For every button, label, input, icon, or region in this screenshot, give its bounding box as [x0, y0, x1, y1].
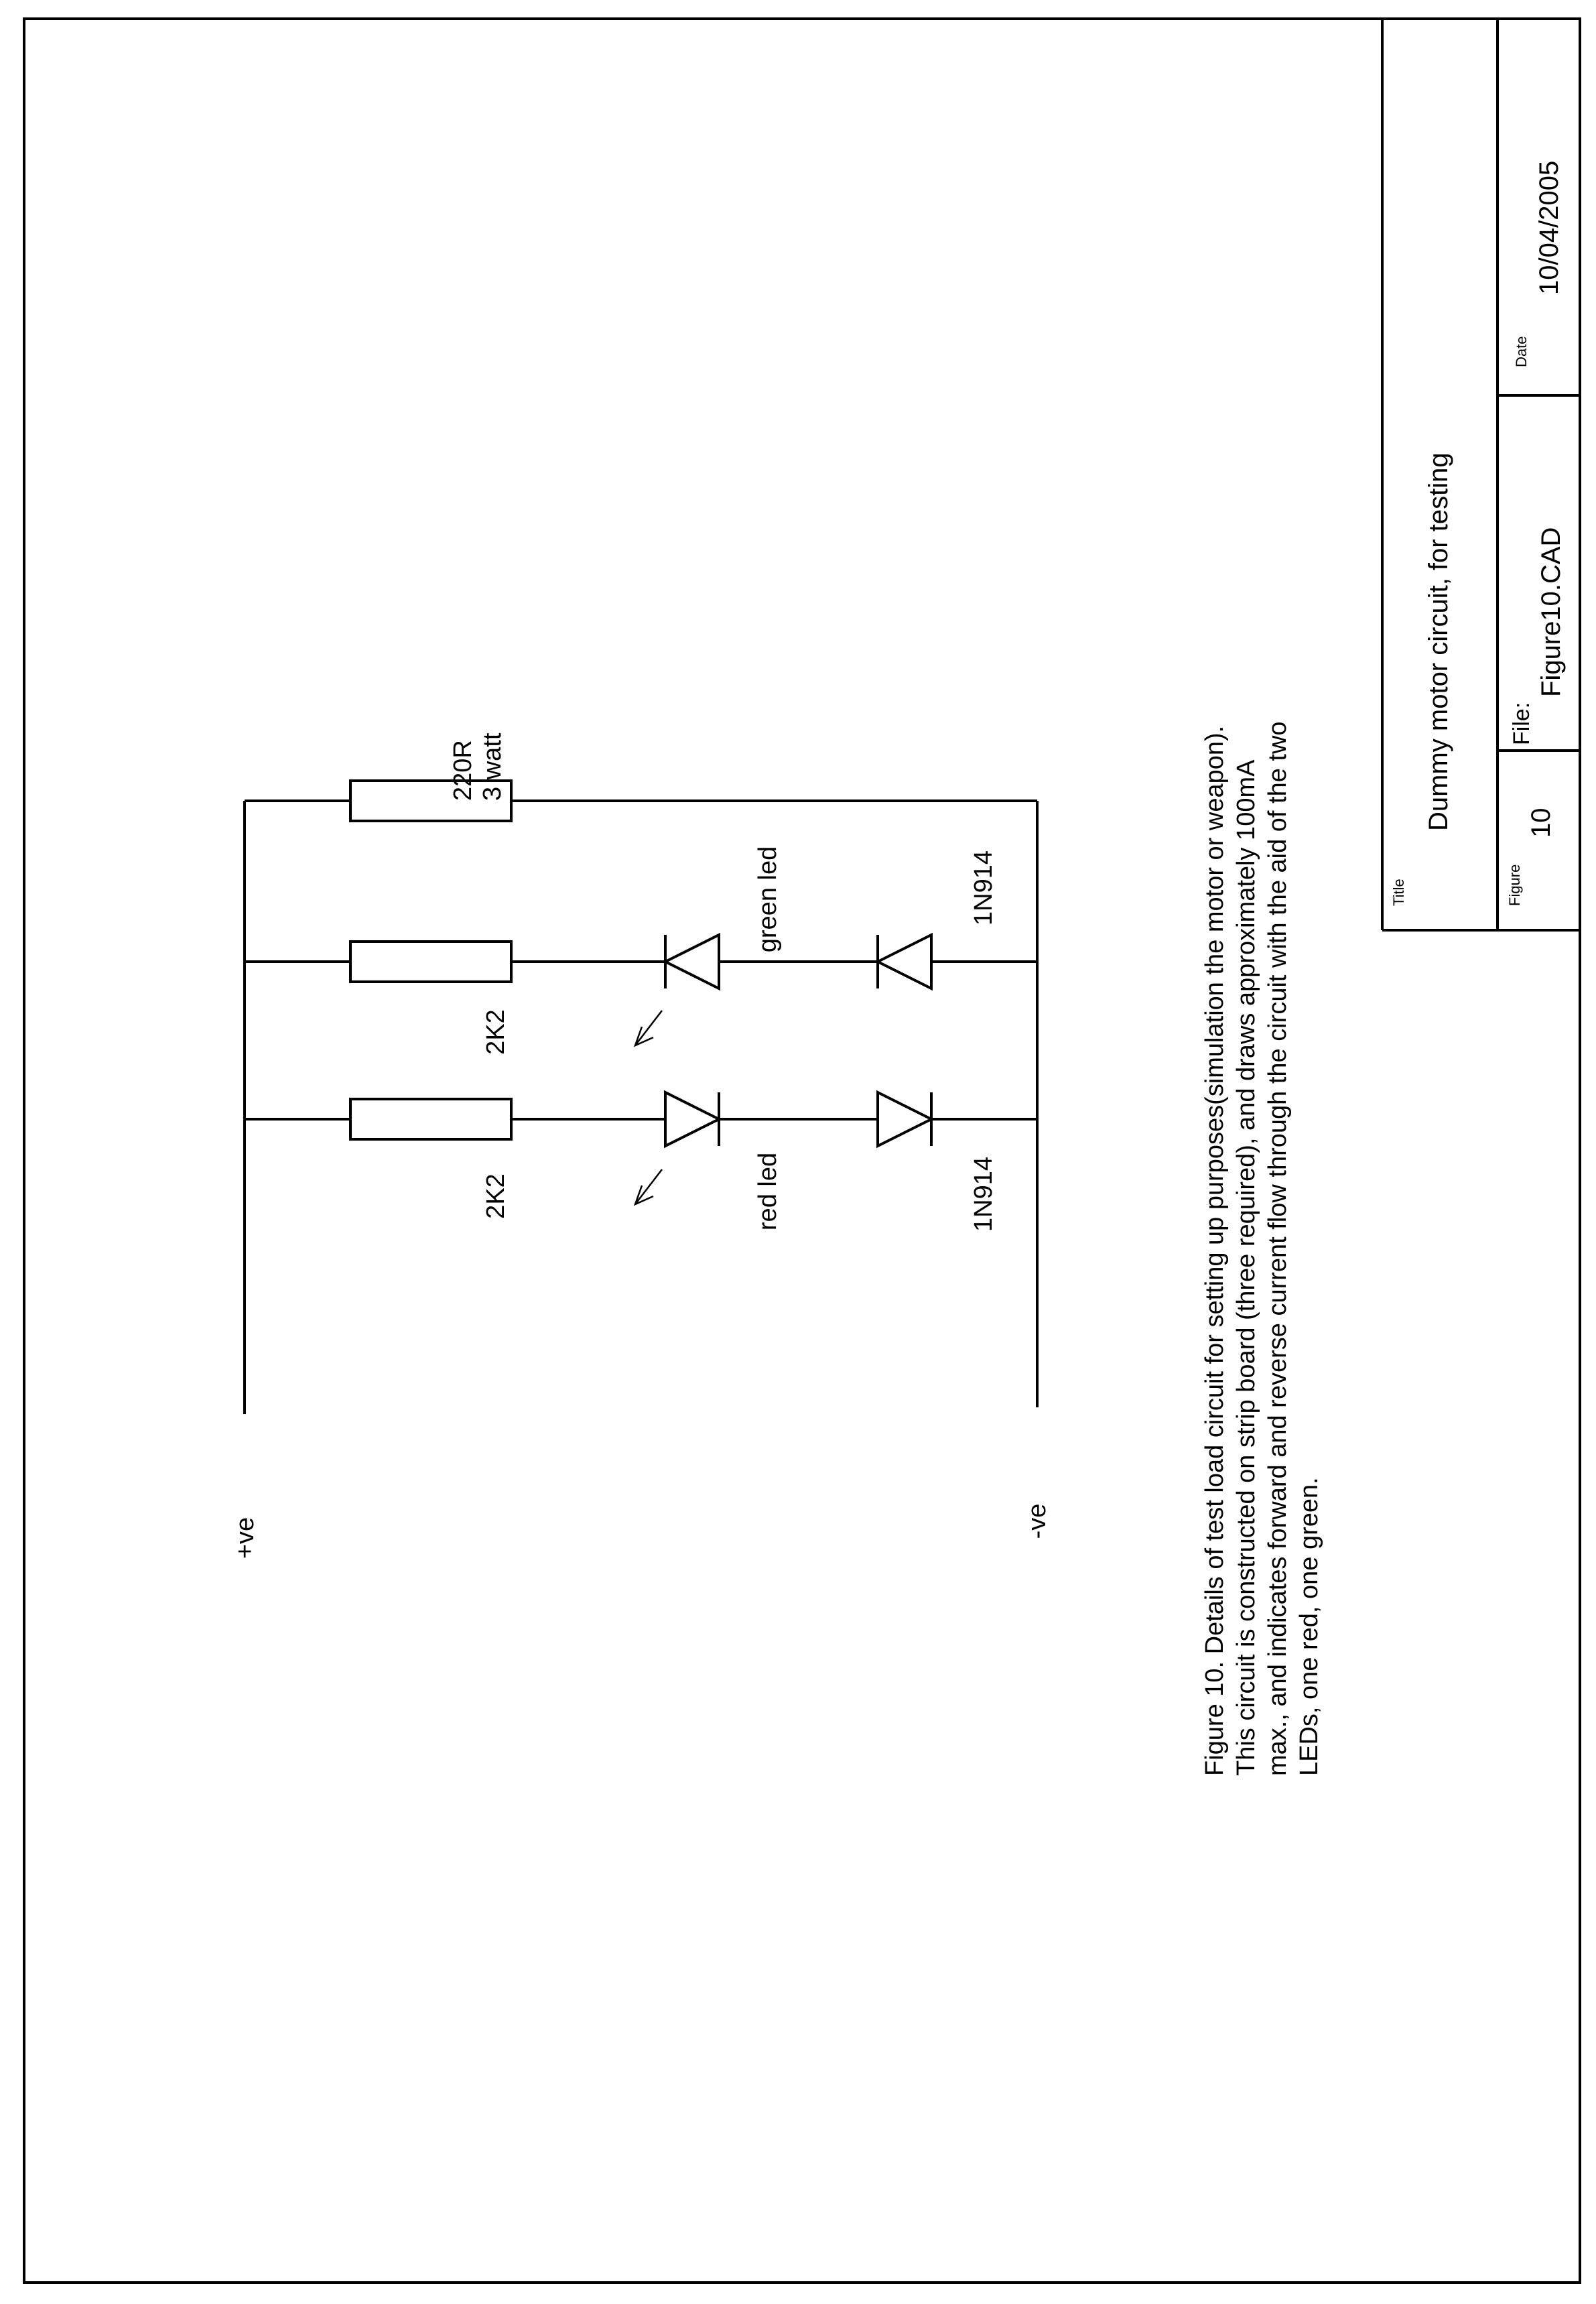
- date-caption: Date: [1513, 336, 1530, 367]
- label-plus: +ve: [231, 1517, 259, 1559]
- label-r1-power: 3 watt: [478, 732, 507, 801]
- green-led-light-arrow: [633, 1010, 663, 1047]
- caption-line-1: Figure 10. Details of test load circuit …: [1201, 726, 1229, 1776]
- red-led-light-arrow: [633, 1169, 663, 1206]
- drawing-title: Dummy motor circuit, for testing: [1424, 452, 1453, 831]
- branch-resistor-220r: [245, 779, 1037, 822]
- label-red-led: red led: [754, 1153, 782, 1230]
- figure-caption-label: Figure: [1506, 865, 1523, 906]
- green-led-symbol: [662, 932, 720, 991]
- figure-number: 10: [1526, 808, 1556, 838]
- resistor-2k2-top: [349, 940, 513, 983]
- diode-1n914-top-symbol: [874, 932, 933, 991]
- label-r2-value: 2K2: [482, 1009, 510, 1055]
- label-green-led: green led: [754, 846, 782, 952]
- title-caption: Title: [1390, 879, 1407, 906]
- figure-caption: Figure 10. Details of test load circuit …: [1201, 721, 1323, 1776]
- branch-red-led: [245, 1090, 1037, 1206]
- label-diode-bottom: 1N914: [970, 1157, 998, 1232]
- caption-line-4: LEDs, one red, one green.: [1295, 1477, 1323, 1776]
- diode-1n914-bottom-symbol: [876, 1090, 935, 1149]
- caption-line-3: max., and indicates forward and reverse …: [1264, 721, 1292, 1776]
- label-diode-top: 1N914: [970, 850, 998, 925]
- circuit: [243, 779, 1039, 1414]
- label-r3-value: 2K2: [482, 1173, 510, 1219]
- file-name: Figure10.CAD: [1536, 527, 1566, 697]
- component-labels: +ve -ve 220R 3 watt 2K2 2K2 green led re…: [231, 732, 1051, 1559]
- branch-green-led: [245, 932, 1037, 1047]
- resistor-2k2-bottom: [349, 1098, 513, 1141]
- date-value: 10/04/2005: [1534, 161, 1564, 295]
- title-block: Title Dummy motor circuit, for testing F…: [1381, 19, 1580, 932]
- caption-line-2: This circuit is constructed on strip boa…: [1232, 759, 1260, 1776]
- label-r1-value: 220R: [449, 740, 477, 801]
- sheet-border: [23, 17, 1581, 2284]
- file-caption: File:: [1509, 702, 1534, 745]
- red-led-symbol: [664, 1090, 722, 1149]
- label-minus: -ve: [1023, 1504, 1051, 1539]
